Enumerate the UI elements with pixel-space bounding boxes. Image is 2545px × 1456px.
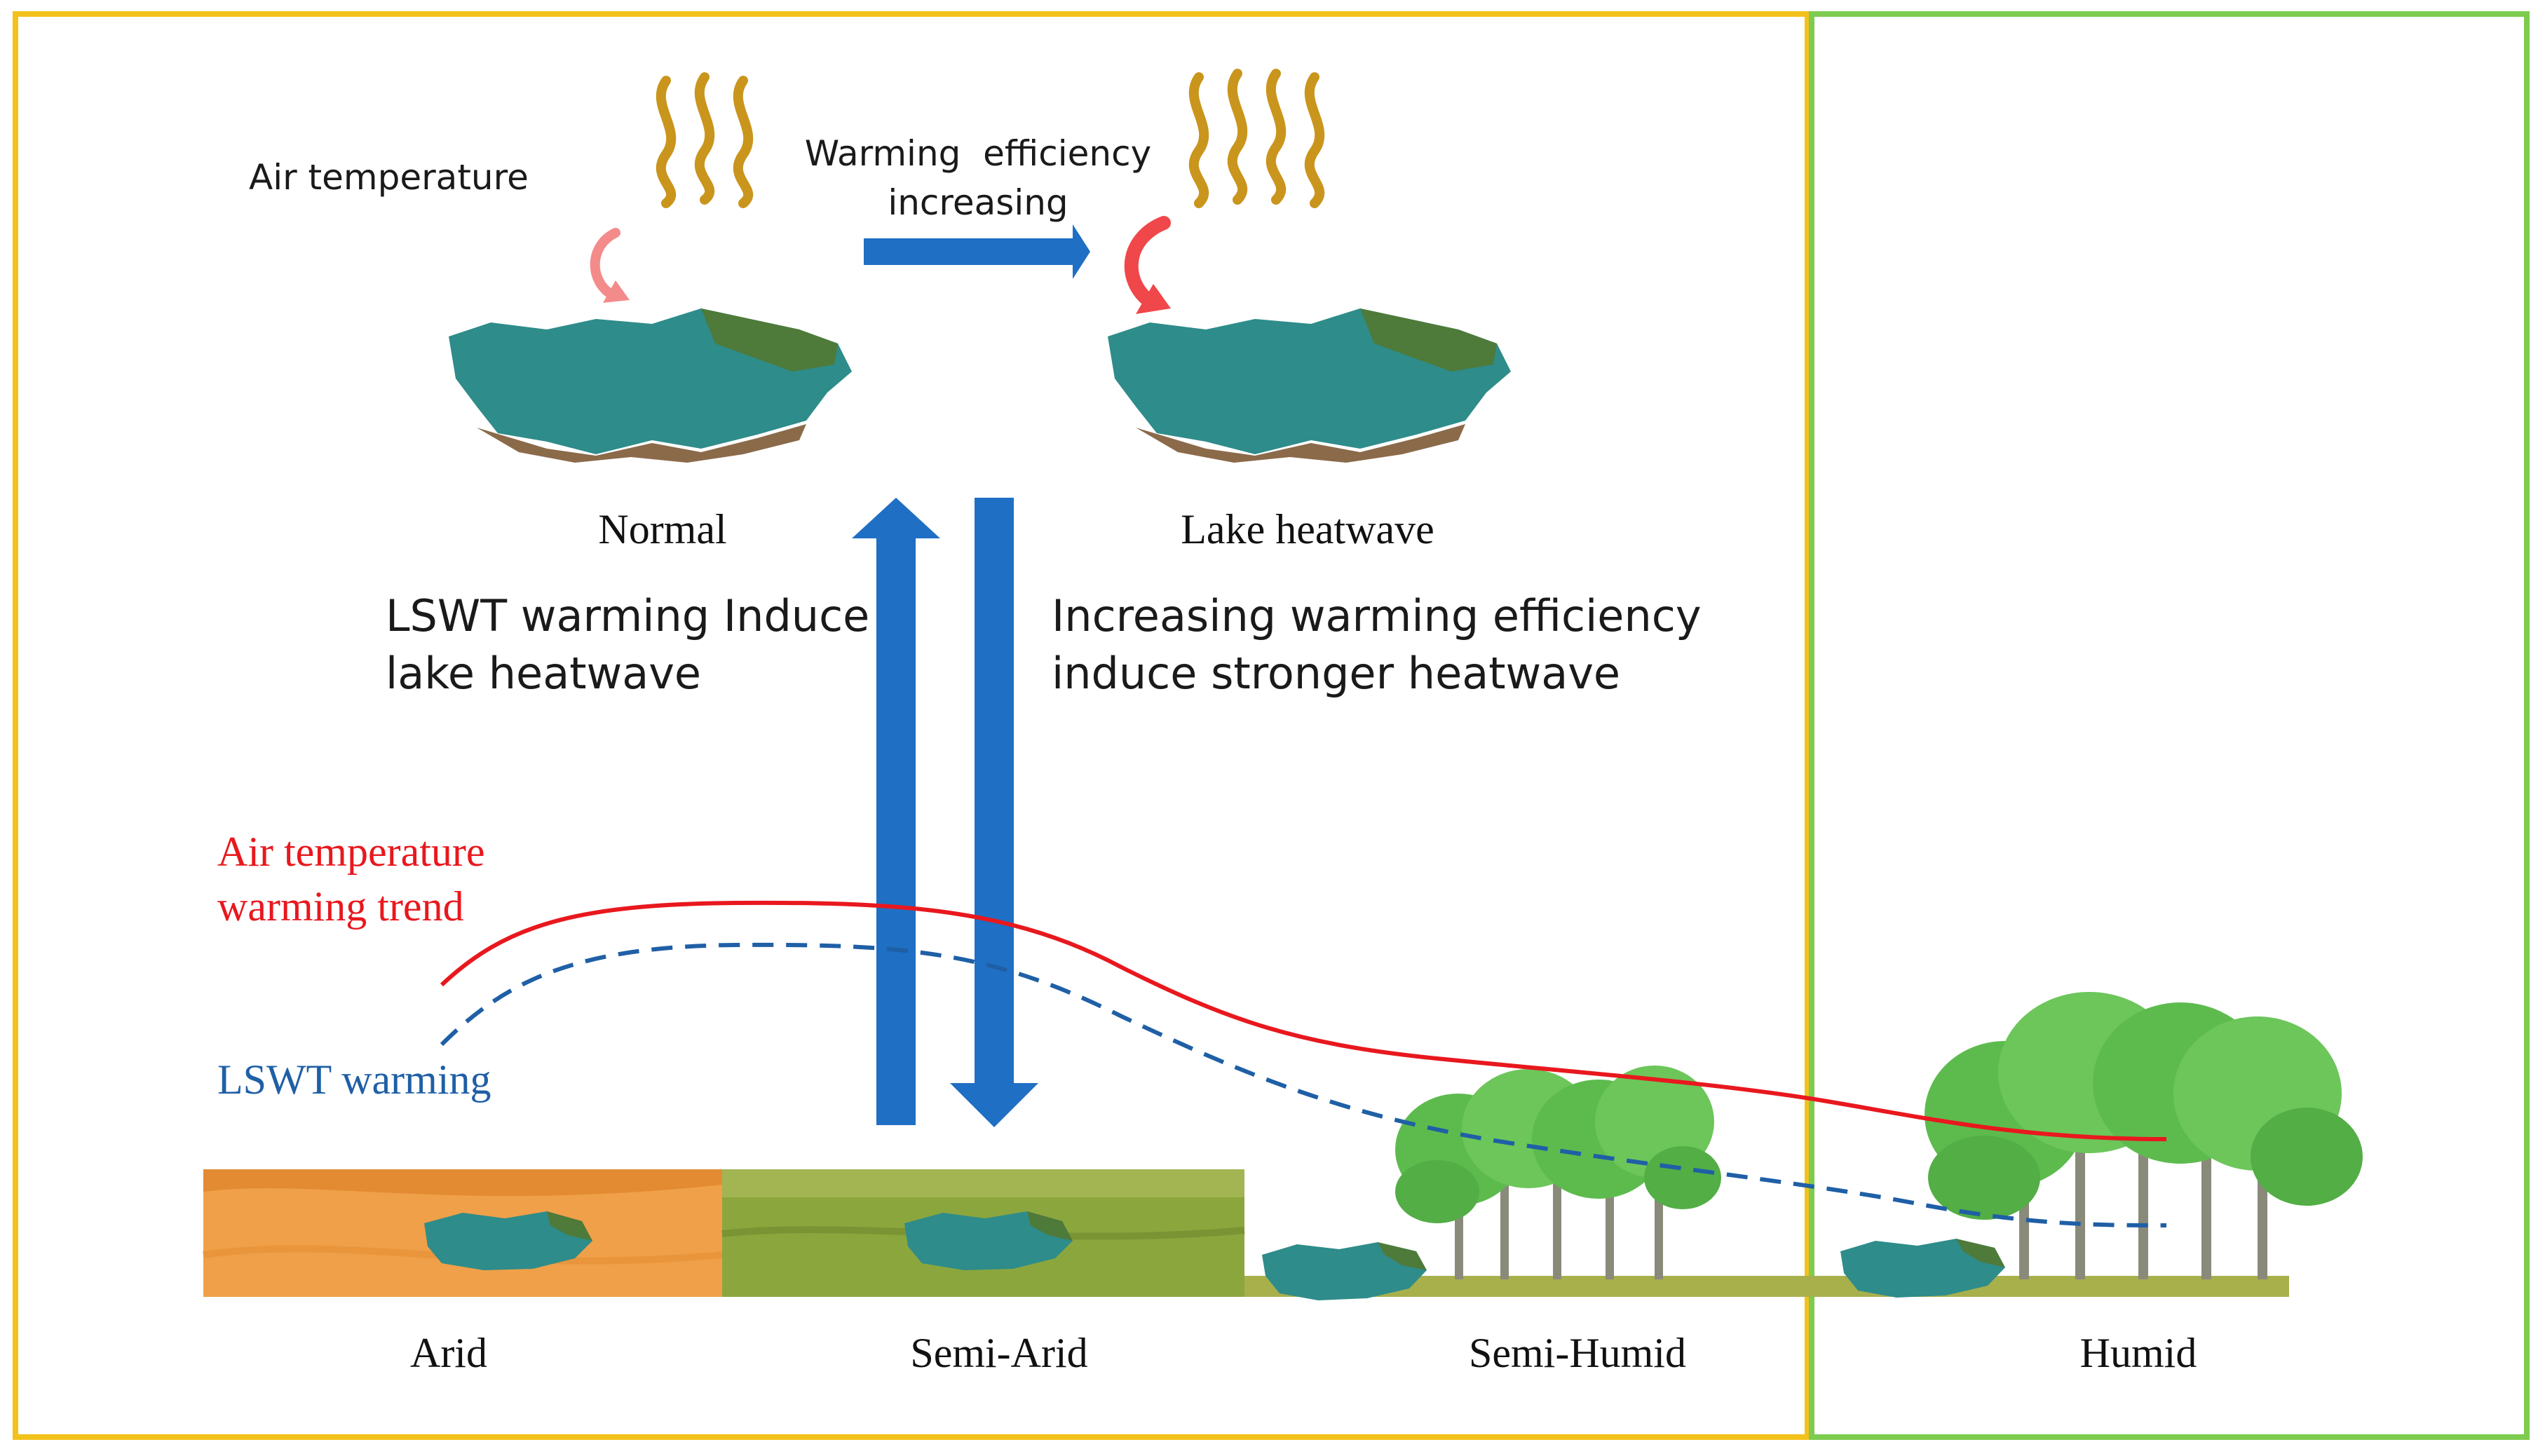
zone-label-humid: Humid xyxy=(2080,1330,2197,1376)
air-temperature-trend-label: Air temperature xyxy=(217,829,484,875)
heat-waves-icon xyxy=(656,72,754,208)
normal-label: Normal xyxy=(598,506,726,552)
zone-label-arid: Arid xyxy=(410,1330,487,1376)
curved-arrow-icon xyxy=(590,228,630,303)
lake-icon xyxy=(449,308,852,463)
heat-waves-icon xyxy=(1188,69,1325,208)
lswt-induce-label: LSWT warming Induce xyxy=(386,590,869,641)
increasing-efficiency-label: Increasing warming efficiency xyxy=(1052,590,1702,641)
increasing-efficiency-label-2: induce stronger heatwave xyxy=(1052,648,1620,699)
lake-icon xyxy=(1108,308,1511,463)
warming-efficiency-label-2: increasing xyxy=(888,182,1068,223)
lake-heatwave-label: Lake heatwave xyxy=(1181,506,1434,552)
air-temperature-trend-line xyxy=(440,900,2167,1141)
lswt-warming-trend-line xyxy=(440,942,2167,1227)
semi-arid-grass-panel xyxy=(721,1169,1245,1297)
curved-arrow-icon xyxy=(1124,216,1171,314)
lake-icon xyxy=(904,1211,1073,1270)
tree-icon xyxy=(1395,1066,1721,1279)
air-temperature-label: Air temperature xyxy=(249,157,529,198)
warming-efficiency-label: Warming efficiency xyxy=(805,133,1151,174)
lswt-induce-label-2: lake heatwave xyxy=(386,648,701,699)
lake-icon xyxy=(1262,1242,1427,1300)
tree-icon xyxy=(1925,992,2363,1279)
ground-strip xyxy=(1244,1276,2289,1297)
dry-zone-frame xyxy=(13,11,1810,1440)
lake-icon xyxy=(1840,1239,2005,1298)
zone-label-semi-arid: Semi-Arid xyxy=(910,1330,1087,1376)
zone-label-semi-humid: Semi-Humid xyxy=(1469,1330,1686,1376)
lswt-warming-label: LSWT warming xyxy=(217,1056,491,1103)
air-temperature-trend-label-2: warming trend xyxy=(217,883,464,930)
lake-icon xyxy=(424,1211,592,1270)
humid-zone-frame xyxy=(1809,11,2530,1440)
warming-efficiency-arrow xyxy=(864,224,1090,279)
lswt-up-arrow xyxy=(852,498,940,1125)
efficiency-down-arrow xyxy=(950,498,1038,1127)
